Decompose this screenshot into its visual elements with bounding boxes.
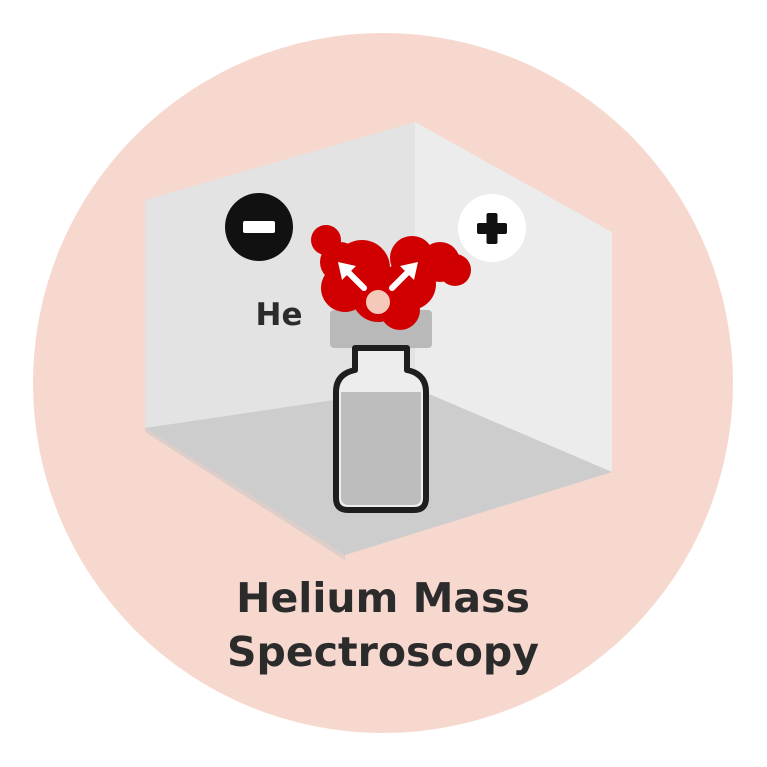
chamber-back-wall (145, 122, 415, 428)
title-line-2: Spectroscopy (227, 628, 539, 676)
diagonal-arrow-icon (338, 262, 418, 291)
minus-icon (225, 193, 293, 261)
vial-liquid (341, 392, 421, 505)
chamber-floor-shadow (145, 428, 345, 560)
plus-icon (458, 194, 526, 262)
sample-vial (330, 310, 432, 513)
ion-cluster (311, 225, 471, 330)
helium-atom (366, 290, 390, 314)
element-label: He (256, 297, 303, 333)
title-line-1: Helium Mass (236, 574, 530, 622)
